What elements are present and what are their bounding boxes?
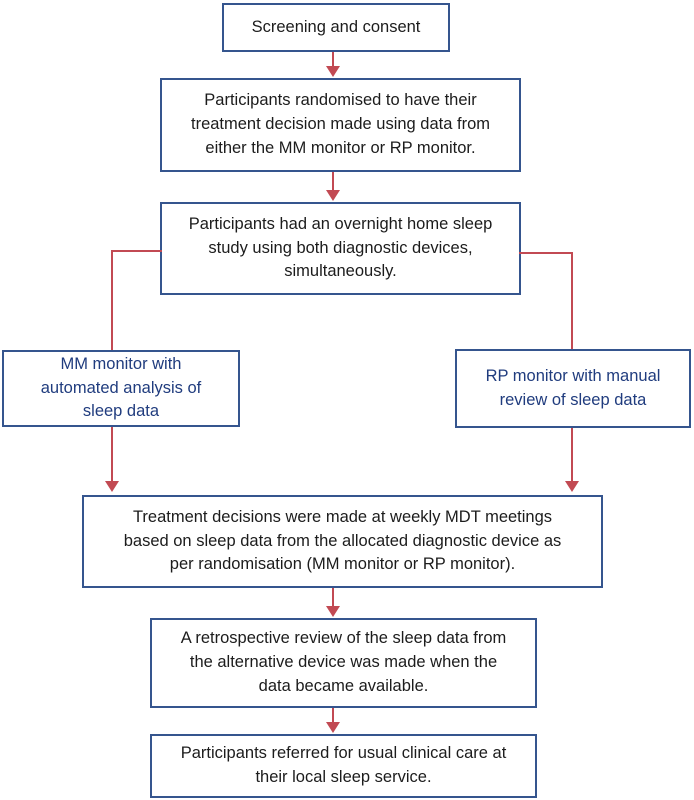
arrowhead-mdt-to-retrospective — [326, 606, 340, 617]
node-participants-randomised: Participants randomised to have their tr… — [160, 78, 521, 172]
connector-mdt-to-retrospective — [332, 588, 334, 608]
arrowhead-randomised-to-sleep-study — [326, 190, 340, 201]
node-screening-and-consent: Screening and consent — [222, 3, 450, 52]
node-usual-clinical-care: Participants referred for usual clinical… — [150, 734, 537, 798]
arrowhead-mm-to-mdt — [105, 481, 119, 492]
connector-retrospective-to-usual-care — [332, 708, 334, 724]
connector-sleep-study-to-mm-vertical — [111, 250, 113, 350]
node-mm-monitor: MM monitor with automated analysis of sl… — [2, 350, 240, 427]
connector-mm-to-mdt — [111, 427, 113, 483]
arrowhead-rp-to-mdt — [565, 481, 579, 492]
connector-screening-to-randomised — [332, 52, 334, 68]
node-mdt-treatment-decisions: Treatment decisions were made at weekly … — [82, 495, 603, 588]
connector-sleep-study-to-mm-horizontal — [112, 250, 162, 252]
arrowhead-retrospective-to-usual-care — [326, 722, 340, 733]
node-retrospective-review: A retrospective review of the sleep data… — [150, 618, 537, 708]
node-overnight-sleep-study: Participants had an overnight home sleep… — [160, 202, 521, 295]
connector-sleep-study-to-rp-vertical — [571, 252, 573, 349]
connector-rp-to-mdt — [571, 428, 573, 483]
arrowhead-screening-to-randomised — [326, 66, 340, 77]
connector-randomised-to-sleep-study — [332, 172, 334, 192]
connector-sleep-study-to-rp-horizontal — [519, 252, 573, 254]
node-rp-monitor: RP monitor with manual review of sleep d… — [455, 349, 691, 428]
